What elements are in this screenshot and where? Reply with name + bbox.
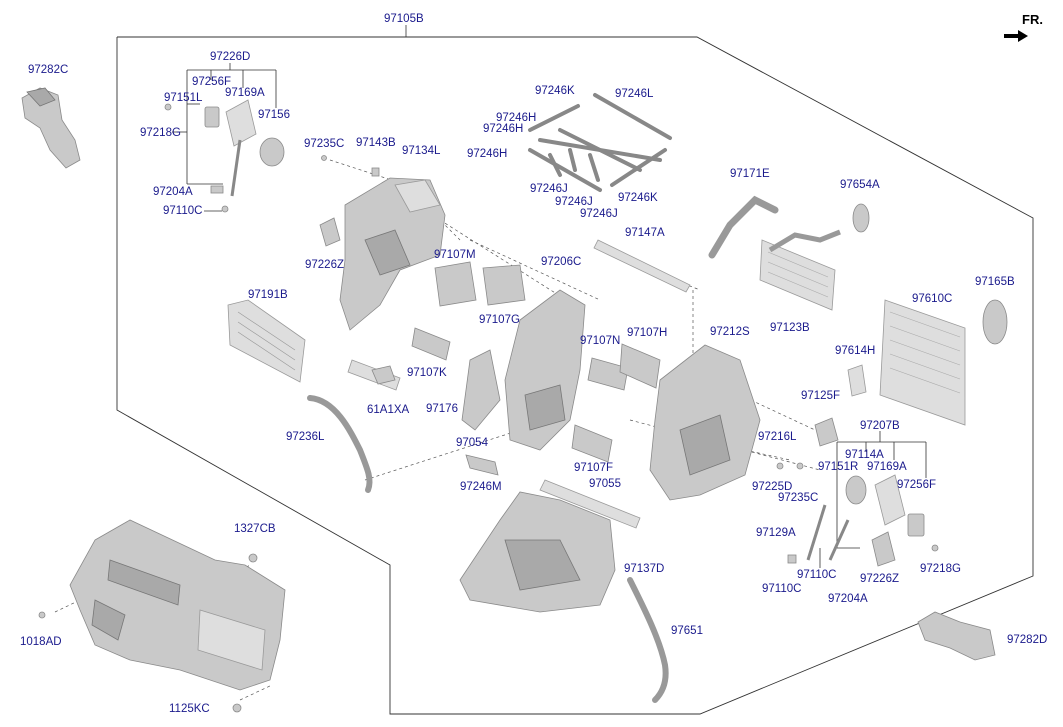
upper-housing-shape — [321, 155, 446, 331]
part-97614h-shape — [847, 364, 867, 397]
label-97191b[interactable]: 97191B — [248, 289, 288, 301]
label-97143b[interactable]: 97143B — [356, 137, 396, 149]
case-97206c-shape — [504, 289, 586, 451]
label-97225d[interactable]: 97225D — [752, 481, 793, 493]
hvac-assembly-shape — [38, 519, 286, 713]
label-97107h[interactable]: 97107H — [627, 327, 668, 339]
label-97212s[interactable]: 97212S — [710, 326, 750, 338]
label-97610c[interactable]: 97610C — [912, 293, 953, 305]
actuator-right-shapes — [776, 462, 939, 567]
label-97226d[interactable]: 97226D — [210, 51, 251, 63]
label-97235c-left[interactable]: 97235C — [304, 138, 345, 150]
label-97107g[interactable]: 97107G — [479, 314, 520, 326]
label-97055[interactable]: 97055 — [589, 478, 621, 490]
door-parts-shapes — [347, 261, 661, 463]
label-97123b[interactable]: 97123B — [770, 322, 810, 334]
label-97207b[interactable]: 97207B — [860, 420, 900, 432]
pipe-97171e-shape — [708, 195, 779, 259]
label-97114a[interactable]: 97114A — [845, 449, 884, 461]
label-97107n[interactable]: 97107N — [580, 335, 621, 347]
direction-label: FR. — [1022, 12, 1043, 27]
label-97226z-left[interactable]: 97226Z — [305, 259, 345, 271]
seal-97165b-shape — [982, 299, 1008, 345]
label-97246m[interactable]: 97246M — [460, 481, 502, 493]
duct-97282c-shape — [21, 87, 81, 169]
duct-97282d-shape — [917, 611, 996, 661]
label-97105b[interactable]: 97105B — [384, 13, 424, 25]
label-97218g-left[interactable]: 97218G — [140, 127, 181, 139]
label-97246k-top[interactable]: 97246K — [535, 85, 575, 97]
label-97171e[interactable]: 97171E — [730, 168, 770, 180]
front-arrow-icon — [1004, 30, 1028, 42]
label-97204a-left[interactable]: 97204A — [153, 186, 193, 198]
label-97246h-2[interactable]: 97246H — [483, 123, 524, 135]
label-97176[interactable]: 97176 — [426, 403, 458, 415]
hose-97651-shape — [627, 577, 669, 703]
label-97256f-left[interactable]: 97256F — [192, 76, 232, 88]
hose-97236l-shape — [307, 395, 373, 493]
label-1125kc[interactable]: 1125KC — [169, 703, 210, 715]
label-97246l[interactable]: 97246L — [615, 88, 654, 100]
label-97654a[interactable]: 97654A — [840, 179, 880, 191]
lower-case-97137d-shape — [459, 491, 616, 613]
filter-97191b-shape — [227, 299, 306, 383]
label-97246j-2[interactable]: 97246J — [555, 196, 593, 208]
label-97216l[interactable]: 97216L — [758, 431, 797, 443]
label-97246h-1[interactable]: 97246H — [496, 112, 537, 124]
part-97125f-shape — [814, 417, 839, 447]
label-97169a-left[interactable]: 97169A — [225, 87, 265, 99]
label-97282c[interactable]: 97282C — [28, 64, 69, 76]
label-97125f[interactable]: 97125F — [801, 390, 841, 402]
label-97614h[interactable]: 97614H — [835, 345, 876, 357]
label-61a1xa[interactable]: 61A1XA — [367, 404, 410, 416]
label-97147a[interactable]: 97147A — [625, 227, 665, 239]
label-97256f-right[interactable]: 97256F — [897, 479, 937, 491]
heater-core-97123b-shape — [759, 229, 841, 311]
label-97151l[interactable]: 97151L — [164, 92, 203, 104]
label-97218g-right[interactable]: 97218G — [920, 563, 961, 575]
actuator-left-shapes — [164, 99, 285, 213]
seal-strips-shapes — [528, 93, 672, 192]
label-97235c-right[interactable]: 97235C — [778, 492, 819, 504]
label-97282d[interactable]: 97282D — [1007, 634, 1048, 646]
label-1327cb[interactable]: 1327CB — [234, 523, 276, 535]
label-97054[interactable]: 97054 — [456, 437, 488, 449]
label-97204a-right[interactable]: 97204A — [828, 593, 868, 605]
seal-97654a-shape — [852, 203, 870, 233]
label-97137d[interactable]: 97137D — [624, 563, 665, 575]
strip-97055-shape — [539, 479, 641, 529]
label-97246j-3[interactable]: 97246J — [580, 208, 618, 220]
label-97651[interactable]: 97651 — [671, 625, 703, 637]
label-97246j-1[interactable]: 97246J — [530, 183, 568, 195]
evaporator-97610c-shape — [879, 299, 966, 426]
strip-97147a-shape — [593, 239, 691, 293]
label-97107k[interactable]: 97107K — [407, 367, 447, 379]
label-97110c-right-2[interactable]: 97110C — [762, 583, 802, 595]
label-97169a-right[interactable]: 97169A — [867, 461, 907, 473]
part-97054-shape — [461, 349, 501, 431]
label-97156[interactable]: 97156 — [258, 109, 290, 121]
label-97110c-left[interactable]: 97110C — [163, 205, 203, 217]
label-97151r[interactable]: 97151R — [818, 461, 859, 473]
label-97246h-3[interactable]: 97246H — [467, 148, 508, 160]
label-97165b[interactable]: 97165B — [975, 276, 1015, 288]
label-97134l[interactable]: 97134L — [402, 145, 441, 157]
actuator-97226z-left-shape — [319, 217, 341, 247]
label-1018ad[interactable]: 1018AD — [20, 636, 62, 648]
leader-lines-right-actuator — [819, 431, 927, 568]
label-97107f[interactable]: 97107F — [574, 462, 614, 474]
label-97129a[interactable]: 97129A — [756, 527, 796, 539]
case-97212s-shape — [649, 344, 761, 501]
label-97110c-right[interactable]: 97110C — [797, 569, 837, 581]
label-97206c[interactable]: 97206C — [541, 256, 582, 268]
assembly-outline — [116, 36, 1034, 715]
seal-97246m-shape — [465, 454, 499, 476]
label-97236l[interactable]: 97236L — [286, 431, 325, 443]
label-97246k-bottom[interactable]: 97246K — [618, 192, 658, 204]
leader-lines-left-actuator — [172, 63, 277, 212]
label-97107m[interactable]: 97107M — [434, 249, 476, 261]
label-97226z-right[interactable]: 97226Z — [860, 573, 900, 585]
